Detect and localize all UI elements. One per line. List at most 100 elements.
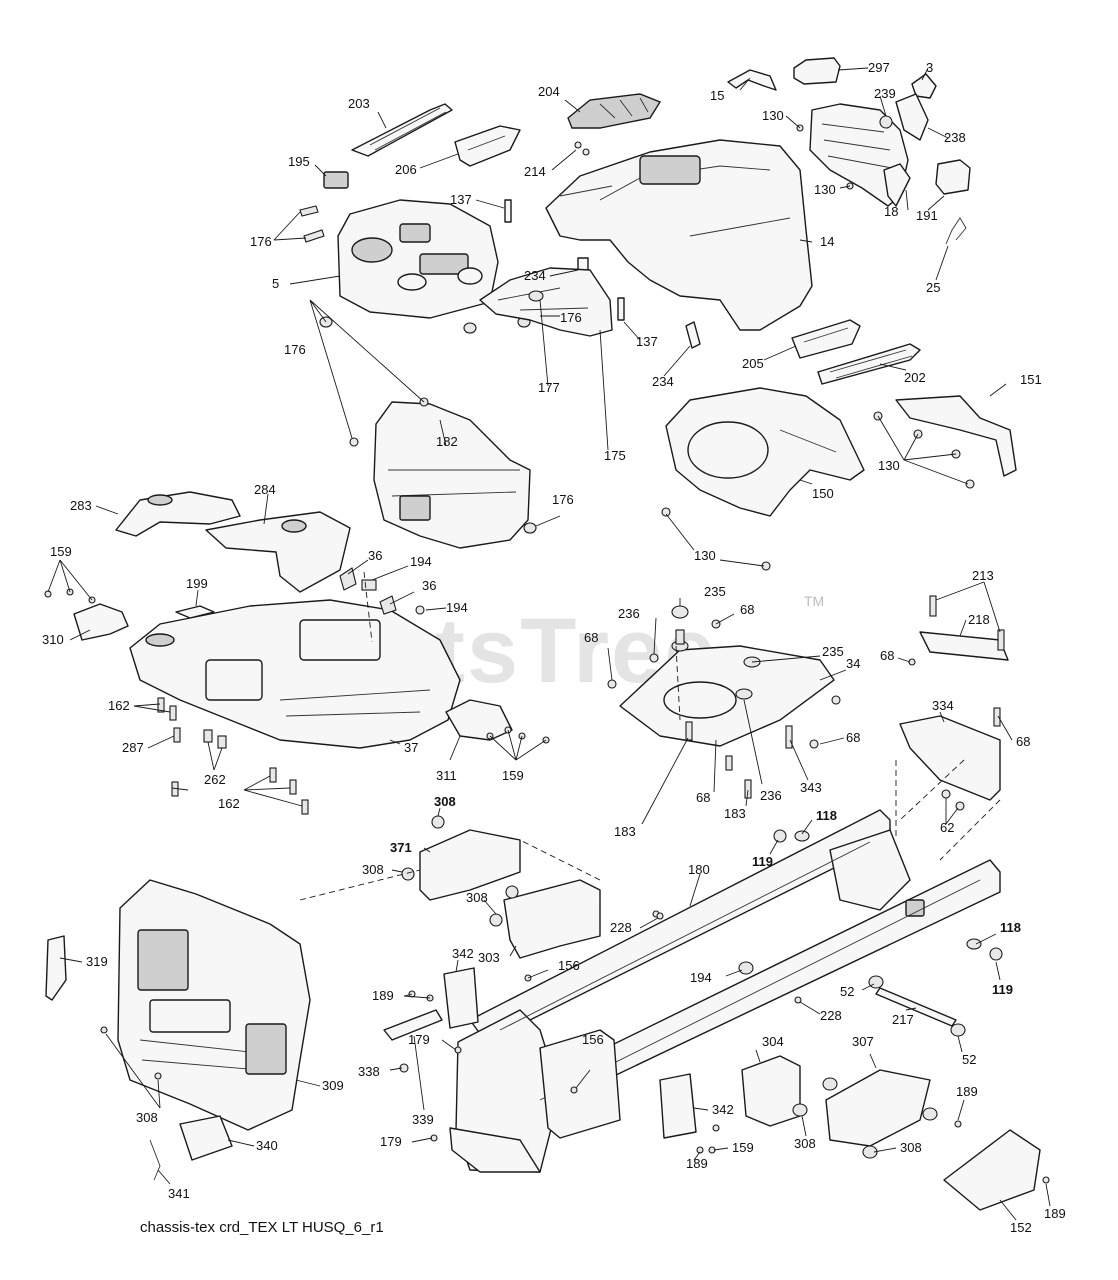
callout-235-a[interactable]: 235 <box>704 584 726 599</box>
part-150-housing[interactable] <box>665 387 865 517</box>
callout-310[interactable]: 310 <box>42 632 64 647</box>
part-frame-front-plate[interactable] <box>449 1127 541 1173</box>
part-204-cover[interactable] <box>567 93 662 129</box>
part-262-clips[interactable] <box>203 729 227 749</box>
part-frame-side-plate[interactable] <box>539 1029 621 1139</box>
callout-18[interactable]: 18 <box>884 204 898 219</box>
callout-52-a[interactable]: 52 <box>840 984 854 999</box>
callout-319[interactable]: 319 <box>86 954 108 969</box>
callout-262[interactable]: 262 <box>204 772 226 787</box>
part-25-spring[interactable] <box>945 217 967 245</box>
callout-130-c[interactable]: 130 <box>878 458 900 473</box>
callout-130-d[interactable]: 130 <box>694 548 716 563</box>
part-137-strip[interactable] <box>504 199 512 223</box>
part-308-nut-h[interactable] <box>922 1107 938 1121</box>
callout-68-a[interactable]: 68 <box>740 602 754 617</box>
callout-338[interactable]: 338 <box>358 1064 380 1079</box>
callout-176-d[interactable]: 176 <box>552 492 574 507</box>
callout-183-b[interactable]: 183 <box>724 806 746 821</box>
part-15-trim[interactable] <box>727 69 777 91</box>
callout-309[interactable]: 309 <box>322 1078 344 1093</box>
callout-36-a[interactable]: 36 <box>368 548 382 563</box>
part-308-nut-a[interactable] <box>431 815 445 829</box>
callout-130-a[interactable]: 130 <box>762 108 784 123</box>
callout-14[interactable]: 14 <box>820 234 834 249</box>
callout-156-b[interactable]: 156 <box>582 1032 604 1047</box>
part-308-nut-e[interactable] <box>822 1077 838 1091</box>
callout-204[interactable]: 204 <box>538 84 560 99</box>
callout-284[interactable]: 284 <box>254 482 276 497</box>
callout-194-c[interactable]: 194 <box>690 970 712 985</box>
part-218-bracket[interactable] <box>919 631 1009 661</box>
callout-283[interactable]: 283 <box>70 498 92 513</box>
callout-238[interactable]: 238 <box>944 130 966 145</box>
callout-371[interactable]: 371 <box>390 840 412 855</box>
part-119-nut-b[interactable] <box>989 947 1003 961</box>
part-311-bracket[interactable] <box>445 699 513 741</box>
callout-118-a[interactable]: 118 <box>816 808 837 823</box>
part-340-plate[interactable] <box>179 1115 233 1161</box>
part-307-shield[interactable] <box>825 1069 931 1147</box>
callout-342-a[interactable]: 342 <box>452 946 474 961</box>
callout-118-b[interactable]: 118 <box>1000 920 1021 935</box>
callout-194-a[interactable]: 194 <box>410 554 432 569</box>
part-205-step[interactable] <box>791 319 861 359</box>
callout-182[interactable]: 182 <box>436 434 458 449</box>
part-52-nut-b[interactable] <box>950 1023 966 1037</box>
callout-304[interactable]: 304 <box>762 1034 784 1049</box>
callout-15[interactable]: 15 <box>710 88 724 103</box>
part-284-seat-pan[interactable] <box>205 511 351 593</box>
callout-189-d[interactable]: 189 <box>1044 1206 1066 1221</box>
callout-179-b[interactable]: 179 <box>380 1134 402 1149</box>
part-175-bracket[interactable] <box>479 267 613 337</box>
part-191-block[interactable] <box>935 159 971 195</box>
part-14-hood[interactable] <box>545 139 813 331</box>
part-62-bolt[interactable] <box>941 789 951 799</box>
callout-130-b[interactable]: 130 <box>814 182 836 197</box>
part-36-bolt-b[interactable] <box>379 595 397 615</box>
part-137-strip-b[interactable] <box>617 297 625 321</box>
part-130-bolt-d[interactable] <box>965 479 975 489</box>
part-371-bracket[interactable] <box>419 829 521 901</box>
callout-162-b[interactable]: 162 <box>218 796 240 811</box>
part-203-tray[interactable] <box>351 103 453 157</box>
callout-37[interactable]: 37 <box>404 740 418 755</box>
callout-307[interactable]: 307 <box>852 1034 874 1049</box>
callout-189-a[interactable]: 189 <box>372 988 394 1003</box>
callout-159-b[interactable]: 159 <box>502 768 524 783</box>
callout-218[interactable]: 218 <box>968 612 990 627</box>
part-194-nut[interactable] <box>361 579 377 591</box>
callout-137-b[interactable]: 137 <box>636 334 658 349</box>
part-308-clip-front[interactable] <box>100 1026 108 1034</box>
callout-235-b[interactable]: 235 <box>822 644 844 659</box>
callout-3[interactable]: 3 <box>926 60 933 75</box>
part-303-bracket[interactable] <box>503 879 601 959</box>
callout-239[interactable]: 239 <box>874 86 896 101</box>
callout-195[interactable]: 195 <box>288 154 310 169</box>
callout-162-a[interactable]: 162 <box>108 698 130 713</box>
part-18-bracket[interactable] <box>883 163 911 207</box>
callout-342-b[interactable]: 342 <box>712 1102 734 1117</box>
callout-176-b[interactable]: 176 <box>560 310 582 325</box>
part-206-panel[interactable] <box>454 125 521 167</box>
part-118-washer-b[interactable] <box>966 938 982 950</box>
callout-176-c[interactable]: 176 <box>284 342 306 357</box>
part-199-clip[interactable] <box>175 605 215 619</box>
callout-228-b[interactable]: 228 <box>820 1008 842 1023</box>
callout-340[interactable]: 340 <box>256 1138 278 1153</box>
part-297-cap[interactable] <box>793 57 841 85</box>
part-308-nut-d[interactable] <box>505 885 519 899</box>
part-308-nut-f[interactable] <box>792 1103 808 1117</box>
callout-159-c[interactable]: 159 <box>732 1140 754 1155</box>
callout-303[interactable]: 303 <box>478 950 500 965</box>
part-234-insert-b[interactable] <box>685 321 701 349</box>
callout-119-b[interactable]: 119 <box>992 982 1013 997</box>
callout-151[interactable]: 151 <box>1020 372 1042 387</box>
callout-176-a[interactable]: 176 <box>250 234 272 249</box>
part-304-shield[interactable] <box>741 1055 801 1127</box>
callout-202[interactable]: 202 <box>904 370 926 385</box>
part-235-236-hardware[interactable] <box>607 605 841 799</box>
callout-191[interactable]: 191 <box>916 208 938 223</box>
part-177-grommet[interactable] <box>528 290 544 302</box>
callout-150[interactable]: 150 <box>812 486 834 501</box>
